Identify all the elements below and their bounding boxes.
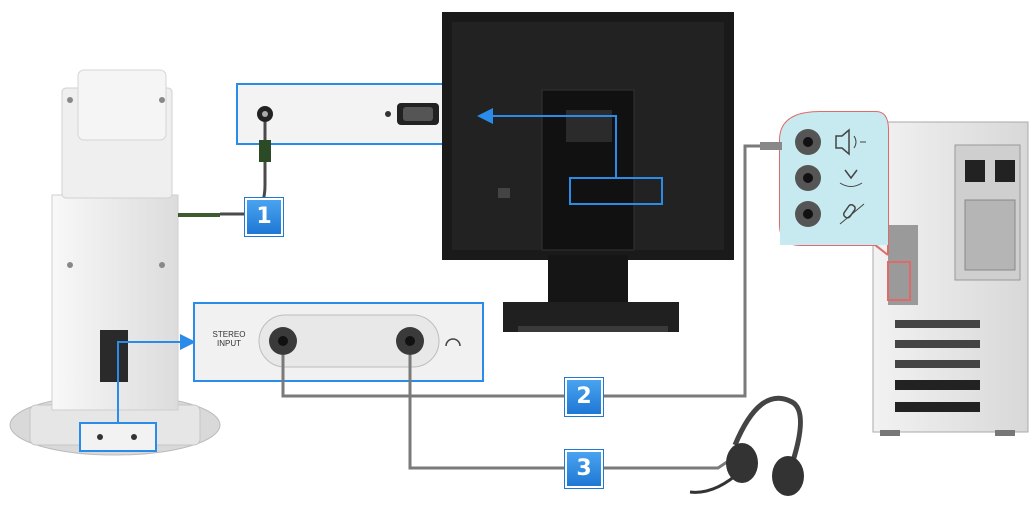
stereo-input-label: STEREO INPUT <box>205 330 253 348</box>
badge-3: 3 <box>565 450 603 488</box>
speaker-stand <box>9 69 221 456</box>
cable-3 <box>408 355 731 470</box>
stand-callout-line <box>117 334 196 423</box>
line-in-icon <box>839 169 863 187</box>
badge-1: 1 <box>245 198 283 236</box>
headphone-icon <box>445 338 461 347</box>
speaker-out-icon <box>835 128 866 156</box>
microphone-icon <box>839 203 865 225</box>
stereo-label-line2: INPUT <box>217 339 241 348</box>
monitor-callout-line <box>477 108 617 178</box>
pc-tower <box>872 121 1029 436</box>
headset-image <box>689 395 804 496</box>
audio-plug <box>760 142 782 150</box>
cable-2 <box>281 144 770 398</box>
audio-jack-zoom <box>779 111 889 256</box>
monitor-rear <box>442 12 734 332</box>
stereo-label-line1: STEREO <box>212 330 246 339</box>
stereo-input-panel <box>193 302 484 382</box>
power-vga-panel <box>220 83 478 216</box>
badge-2: 2 <box>565 378 603 416</box>
